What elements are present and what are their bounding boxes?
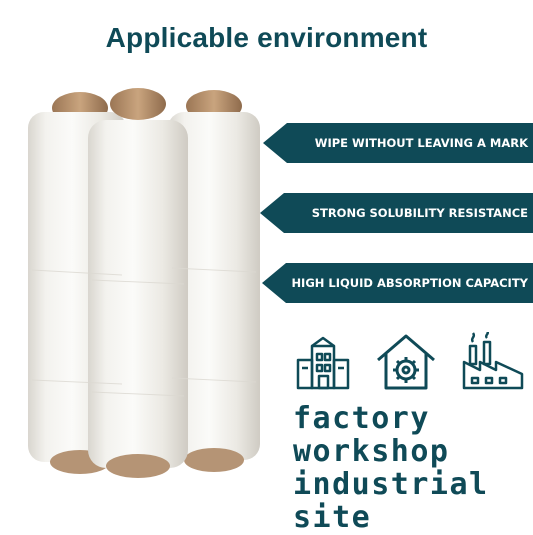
feature-banner-absorption: HIGH LIQUID ABSORPTION CAPACITY <box>262 263 533 303</box>
film-roll-middle <box>88 88 188 478</box>
environment-workshop: workshop <box>293 434 450 469</box>
environment-factory: factory <box>293 401 430 436</box>
film-roll-right <box>168 90 260 472</box>
feature-banner-solubility: STRONG SOLUBILITY RESISTANCE <box>260 193 533 233</box>
industrial-site-icon <box>462 332 524 390</box>
environment-list: factory workshop industrial site <box>293 402 533 534</box>
environment-industrial-site: industrial site <box>293 467 489 535</box>
feature-banner-wipe: WIPE WITHOUT LEAVING A MARK <box>263 123 533 163</box>
factory-building-icon <box>296 336 350 390</box>
environment-icons <box>294 332 533 394</box>
page-title: Applicable environment <box>105 22 428 53</box>
workshop-house-icon <box>377 334 435 390</box>
